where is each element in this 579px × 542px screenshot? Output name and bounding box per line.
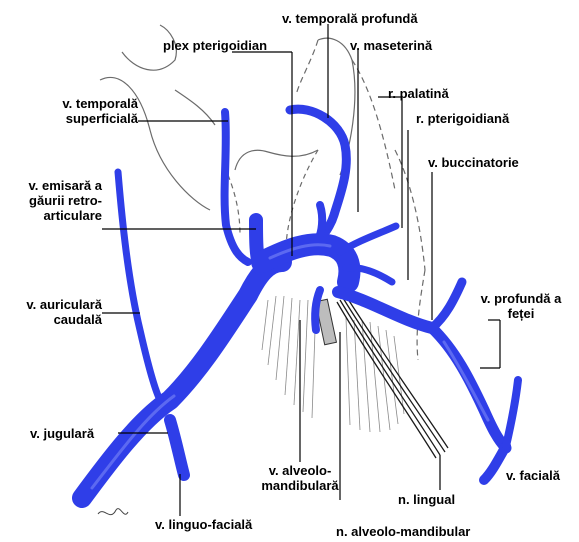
deep-facial-vein <box>432 282 462 328</box>
label-line: caudală <box>4 312 102 327</box>
label-temporala-superficiala: v. temporală superficială <box>22 96 138 126</box>
label-line: feței <box>470 306 572 321</box>
linguo-facial-vein <box>170 420 184 475</box>
label-line: superficială <box>22 111 138 126</box>
label-maseterina: v. maseterină <box>350 38 432 53</box>
label-line: articulare <box>4 208 102 223</box>
label-buccinatorie: v. buccinatorie <box>428 155 519 170</box>
label-profunda-fetei: v. profundă a feței <box>470 291 572 321</box>
facial-vein <box>432 328 506 448</box>
caudal-auricular-vein <box>118 172 160 400</box>
label-faciala: v. facială <box>506 468 560 483</box>
label-emisara: v. emisară a găurii retro- articulare <box>4 178 102 223</box>
signature <box>98 509 128 515</box>
label-alveolo-mandibulara: v. alveolo- mandibulară <box>246 463 354 493</box>
label-line: găurii retro- <box>4 193 102 208</box>
label-line: mandibulară <box>246 478 354 493</box>
label-palatina: r. palatină <box>388 86 449 101</box>
label-temporala-profunda: v. temporală profundă <box>282 11 418 26</box>
label-line: v. emisară a <box>4 178 102 193</box>
masseteric-vein <box>318 205 322 240</box>
facial-vein-lower <box>484 446 506 480</box>
pterygoid-plexus <box>262 244 349 282</box>
label-plex-pterigoidian: plex pterigoidian <box>163 38 267 53</box>
label-lingual: n. lingual <box>398 492 455 507</box>
label-line: v. profundă a <box>470 291 572 306</box>
maxillary-vein <box>338 292 432 328</box>
hatched-region <box>262 296 404 432</box>
facial-vein-upper <box>506 380 518 446</box>
label-linguo-faciala: v. linguo-facială <box>155 517 252 532</box>
label-pterigoidiana: r. pterigoidiană <box>416 111 509 126</box>
label-jugulara: v. jugulară <box>30 426 94 441</box>
label-line: v. alveolo- <box>246 463 354 478</box>
alveolo-mandibular-vein <box>315 290 320 330</box>
superficial-temporal-vein <box>225 112 248 262</box>
label-auriculara: v. auriculară caudală <box>4 297 102 327</box>
palatine-ramus <box>340 226 396 252</box>
label-line: v. auriculară <box>4 297 102 312</box>
label-n-alveolo-mandibular: n. alveolo-mandibular <box>336 524 470 539</box>
label-line: v. temporală <box>22 96 138 111</box>
